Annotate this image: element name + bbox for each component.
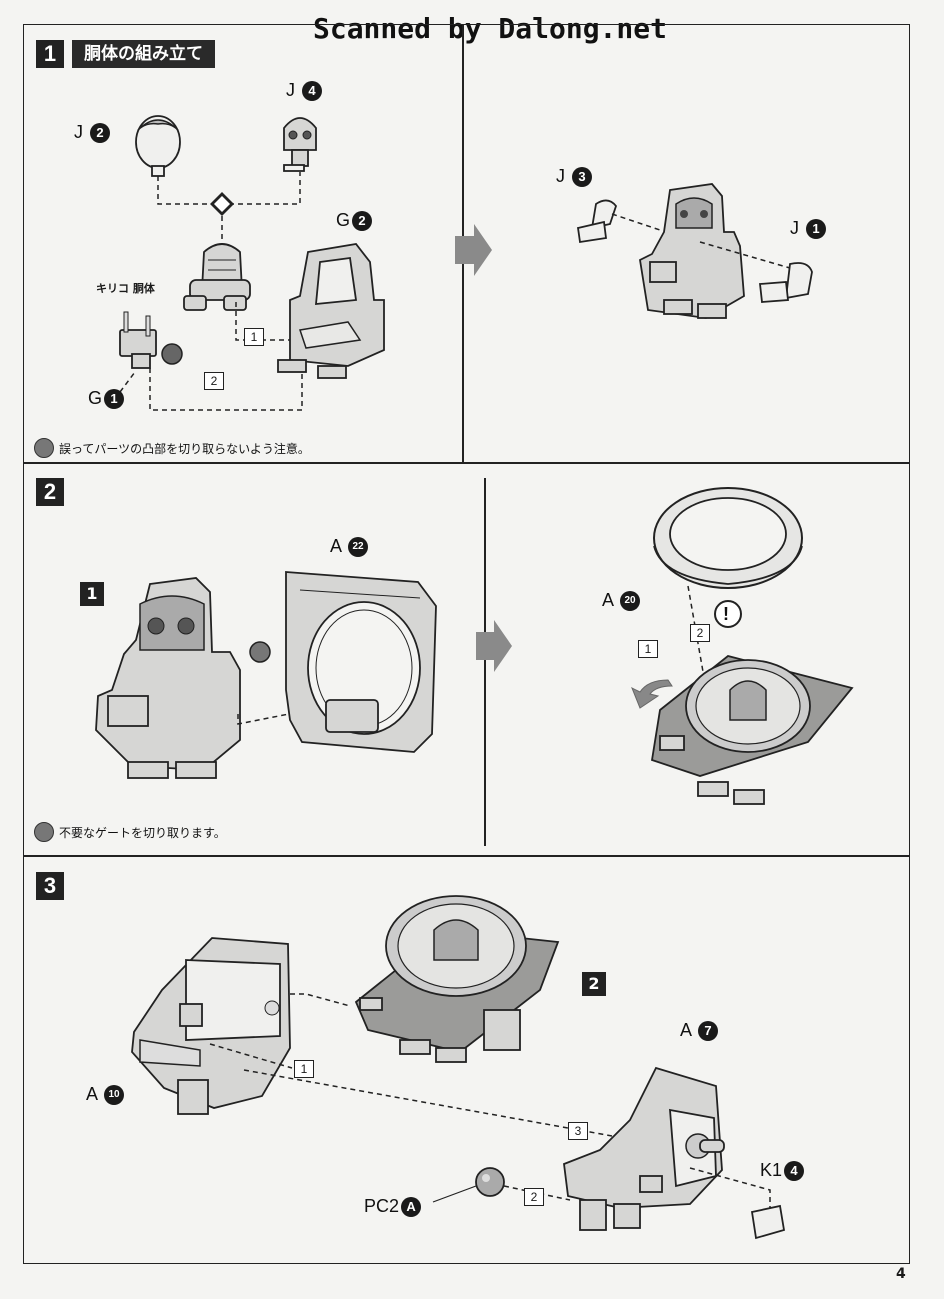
- gate-note: 不要なゲートを切り取ります。: [34, 822, 226, 842]
- cockpit-assembly-2: [354, 895, 560, 1063]
- caution-icon: [34, 438, 54, 458]
- sequence-box: 2: [524, 1188, 544, 1206]
- sequence-box: 1: [244, 328, 264, 346]
- sequence-box: 1: [294, 1060, 314, 1078]
- warning-mark: !: [723, 604, 729, 624]
- join-marker: [210, 192, 234, 216]
- gate-note-icon: [249, 641, 271, 663]
- hatch-frame-part-a22: [285, 571, 437, 753]
- head-part-j2: [135, 115, 181, 177]
- part-label-a10: A 10: [86, 1082, 125, 1106]
- part-label-j1: J 1: [790, 216, 827, 240]
- step-title: 胴体の組み立て: [72, 40, 215, 68]
- step-number: 3: [36, 872, 64, 900]
- sequence-box: 1: [638, 640, 658, 658]
- seated-kiriko-assembly: [639, 183, 745, 319]
- page-frame: [23, 24, 910, 1264]
- sequence-box: 2: [204, 372, 224, 390]
- sequence-box: 3: [568, 1122, 588, 1140]
- scan-credit: Scanned by Dalong.net: [312, 12, 667, 45]
- part-label-a22: A 22: [330, 534, 369, 558]
- nipper-icon: [34, 822, 54, 842]
- torso-half-part-a10: [131, 937, 291, 1115]
- sequence-box: 2: [690, 624, 710, 642]
- step-arrow: [476, 620, 512, 672]
- cockpit-assembly: [650, 655, 854, 805]
- step-arrow: [455, 224, 492, 276]
- ring-part-a20: [653, 487, 803, 589]
- seated-assembly-1: [95, 577, 241, 779]
- seat-part-g2: [277, 243, 385, 379]
- part-label-j3: J 3: [556, 164, 593, 188]
- warning-icon: [714, 600, 742, 628]
- page-number: 4: [896, 1266, 906, 1282]
- helmet-part-j4: [283, 117, 317, 172]
- section-divider: [484, 478, 486, 846]
- arm-part-j1: [759, 262, 813, 303]
- step-number: 2: [36, 478, 64, 506]
- polycap-pc2a: [475, 1167, 505, 1197]
- part-label-j2: J 2: [74, 120, 111, 144]
- step-number: 1: [36, 40, 64, 68]
- reference-box: 1: [80, 582, 104, 606]
- kiriko-body-label: キリコ 胴体: [96, 282, 155, 295]
- caution-note: 誤ってパーツの凸部を切り取らないよう注意。: [34, 438, 310, 458]
- small-part-k14: [750, 1204, 786, 1240]
- part-label-a7: A 7: [680, 1018, 719, 1042]
- section-divider: [23, 855, 910, 857]
- kiriko-body-part: [183, 243, 251, 311]
- part-label-j4: J 4: [286, 78, 323, 102]
- section-divider: [23, 462, 910, 464]
- arm-part-j3: [576, 199, 618, 244]
- torso-half-part-a7: [563, 1066, 725, 1231]
- rotate-arrow: [631, 679, 673, 709]
- control-part-g1: [119, 311, 183, 369]
- part-label-a20: A 20: [602, 588, 641, 612]
- reference-box: 2: [582, 972, 606, 996]
